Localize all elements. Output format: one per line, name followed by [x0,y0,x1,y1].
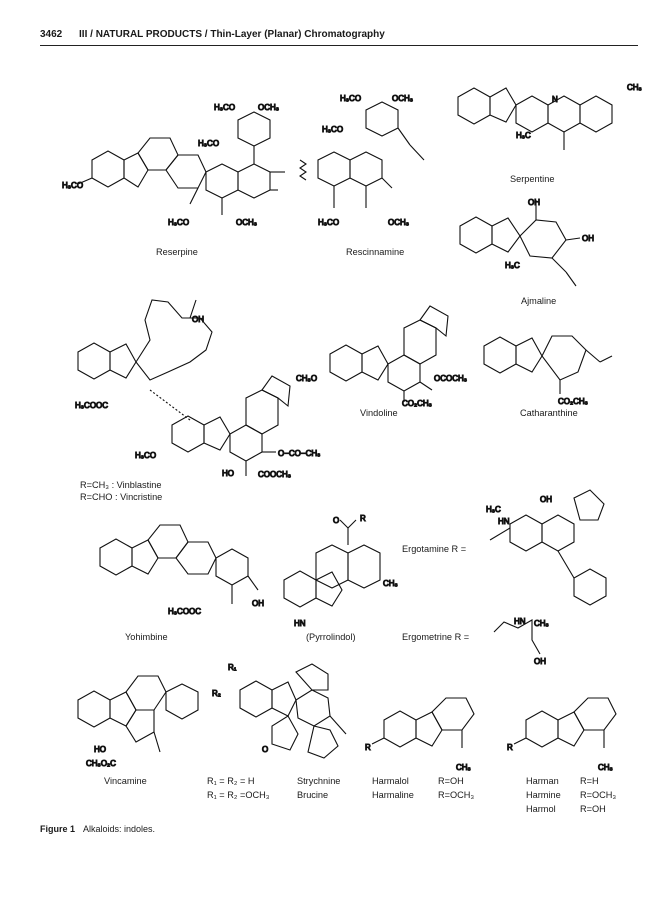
ergoline-ch3: CH₃ [383,579,398,588]
harmalol-r-value: R=OH [438,776,464,786]
ergotamine-oh: OH [540,495,552,504]
rescinnamine-och3: OCH₃ [392,94,413,103]
reserpine-h3co-bottom: H₃CO [168,218,189,227]
reserpine-h3co-top: H₃CO [214,103,235,112]
harmalol-label: Harmalol [372,776,409,786]
ergoline-o: O [333,516,339,525]
harman-label: Harman [526,776,559,786]
ergometrine-label: Ergometrine R = [402,632,470,642]
vinblastine-label: R=CH₃ : Vinblastine [80,480,162,490]
reserpine-och3-bottom: OCH₃ [236,218,257,227]
harman-r: R [507,743,513,752]
harmalol-structure [371,697,475,748]
strychnine-o: O [262,745,268,754]
vincamine-structure [77,675,199,753]
brucine-substituents: R₁ = R₂ =OCH₃ [207,790,270,800]
figure-label: Figure 1 [40,824,76,834]
harmaline-label: Harmaline [372,790,414,800]
reserpine-label: Reserpine [156,247,198,257]
vinblastine-cooch3: COOCH₃ [258,470,291,479]
vindoline-structure [329,305,449,402]
ergoline-r: R [360,514,366,523]
vincamine-label: Vincamine [104,776,147,786]
vinblastine-h3cooc: H₃COOC [75,401,108,410]
ergotamine-h3c: H₃C [486,505,501,514]
harmol-r-value: R=OH [580,804,606,814]
running-header: 3462 III / NATURAL PRODUCTS / Thin-Layer… [40,29,385,40]
rescinnamine-h3co: H₃CO [340,94,361,103]
strychnine-r2: R₂ [212,689,221,698]
rescinnamine-h3co-left: H₃CO [322,125,343,134]
harman-ch3: CH₃ [598,763,613,772]
harmalol-ch3: CH₃ [456,763,471,772]
vincamine-ho: HO [94,745,106,754]
strychnine-substituents: R₁ = R₂ = H [207,776,255,786]
figure-caption-text: Alkaloids: indoles. [83,824,156,834]
catharanthine-co2ch3: CO₂CH₃ [558,397,588,406]
yohimbine-label: Yohimbine [125,632,168,642]
ajmaline-label: Ajmaline [521,296,557,306]
ergotamine-hn: HN [498,517,510,526]
vinblastine-h3co: H₃CO [135,451,156,460]
harman-r-value: R=H [580,776,599,786]
serpentine-structure [457,87,613,150]
ergometrine-oh: OH [534,657,546,666]
serpentine-label: Serpentine [510,174,555,184]
reserpine-structure [77,111,285,215]
ajmaline-h3c: H₃C [505,261,520,270]
rescinnamine-structure [299,101,425,208]
vinblastine-structure [77,299,291,476]
running-title: III / NATURAL PRODUCTS / Thin-Layer (Pla… [79,29,385,40]
yohimbine-h3coc: H₃COOC [168,607,201,616]
harmalol-r: R [365,743,371,752]
ajmaline-structure [459,200,581,287]
pyrrolindol-label: (Pyrrolindol) [306,632,356,642]
ajmaline-oh-right: OH [582,234,594,243]
vinblastine-coch3: O−CO−CH₃ [278,449,320,458]
reserpine-h3co: H₃CO [62,181,83,190]
ajmaline-oh-top: OH [528,198,540,207]
yohimbine-oh: OH [252,599,264,608]
page-number: 3462 [40,29,63,40]
brucine-label: Brucine [297,790,329,800]
vincristine-label: R=CHO : Vincristine [80,492,163,502]
vindoline-co2ch3: CO₂CH₃ [402,399,432,408]
harmol-label: Harmol [526,804,556,814]
ergometrine-hn: HN [514,617,526,626]
vindoline-ococh3: OCOCH₃ [434,374,467,383]
vindoline-label: Vindoline [360,408,398,418]
vinblastine-ho: HO [222,469,234,478]
catharanthine-label: Catharanthine [520,408,578,418]
harmine-r-value: R=OCH₃ [580,790,617,800]
harmine-label: Harmine [526,790,561,800]
harmaline-r-value: R=OCH₃ [438,790,475,800]
header-rule [40,45,638,46]
figure-caption: Figure 1 Alkaloids: indoles. [40,824,155,834]
vindoline-ch3o: CH₃O [296,374,317,383]
rescinnamine-label: Rescinnamine [346,247,405,257]
ergotamine-chain [489,489,607,606]
rescinnamine-och3-bottom: OCH₃ [388,218,409,227]
harman-structure [513,697,617,748]
yohimbine-structure [99,524,259,604]
ergoline-hn: HN [294,619,306,628]
serpentine-n: N [552,95,558,104]
ergometrine-ch3: CH₃ [534,619,549,628]
ergotamine-label: Ergotamine R = [402,544,467,554]
serpentine-ch3: CH₃ [627,83,642,92]
reserpine-h3co-mid: H₃CO [198,139,219,148]
rescinnamine-h3co-bottom: H₃CO [318,218,339,227]
strychnine-label: Strychnine [297,776,341,786]
ergoline-structure [283,519,381,608]
vincamine-ch3o2c: CH₃O₂C [86,759,116,768]
reserpine-och3-top: OCH₃ [258,103,279,112]
serpentine-h3co: H₃C [516,131,531,140]
catharanthine-structure [483,335,613,394]
ergometrine-chain [493,619,541,655]
strychnine-structure [239,663,347,759]
strychnine-r1: R₁ [228,663,237,672]
vinblastine-oh: OH [192,315,204,324]
